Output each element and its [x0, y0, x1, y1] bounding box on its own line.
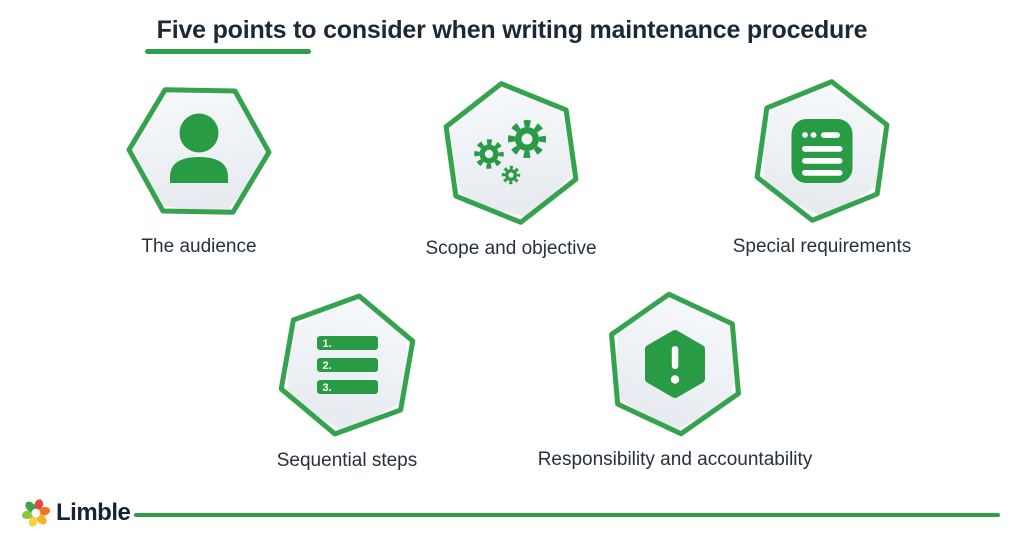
footer-divider-line	[134, 513, 1000, 517]
hexagon-outline	[443, 81, 579, 225]
hexagon-outline	[609, 291, 741, 437]
point-card-special-requirements: Special requirements	[652, 76, 992, 258]
hexagon-outline	[278, 293, 416, 437]
point-label: The audience	[141, 236, 257, 257]
person-icon	[126, 87, 272, 215]
step-number: 3.	[323, 382, 332, 394]
point-label: Scope and objective	[425, 238, 597, 259]
footer: Limble	[22, 496, 1002, 530]
title-underline	[145, 49, 311, 54]
page-title: Five points to consider when writing mai…	[156, 16, 868, 44]
point-label: Sequential steps	[276, 450, 418, 471]
step-number: 2.	[323, 360, 332, 372]
hexagon-outline	[126, 87, 272, 215]
brand-wordmark: Limble	[56, 499, 131, 526]
point-card-audience: The audience	[29, 76, 369, 258]
hexagon-outline	[754, 79, 890, 223]
hexagon-fill	[444, 88, 578, 218]
step-number: 1.	[323, 338, 332, 350]
point-label: Special requirements	[732, 236, 912, 257]
document-icon	[754, 79, 890, 223]
alert-icon	[609, 291, 741, 437]
point-card-responsibility: Responsibility and accountability	[505, 289, 845, 471]
point-card-scope: Scope and objective	[341, 78, 681, 260]
point-card-sequential-steps: 1. 2. 3. Sequential steps	[177, 290, 517, 472]
numbered-list-icon: 1. 2. 3.	[278, 293, 416, 437]
limble-logo-icon	[22, 499, 50, 527]
point-label: Responsibility and accountability	[537, 449, 813, 470]
gears-icon	[443, 81, 579, 225]
